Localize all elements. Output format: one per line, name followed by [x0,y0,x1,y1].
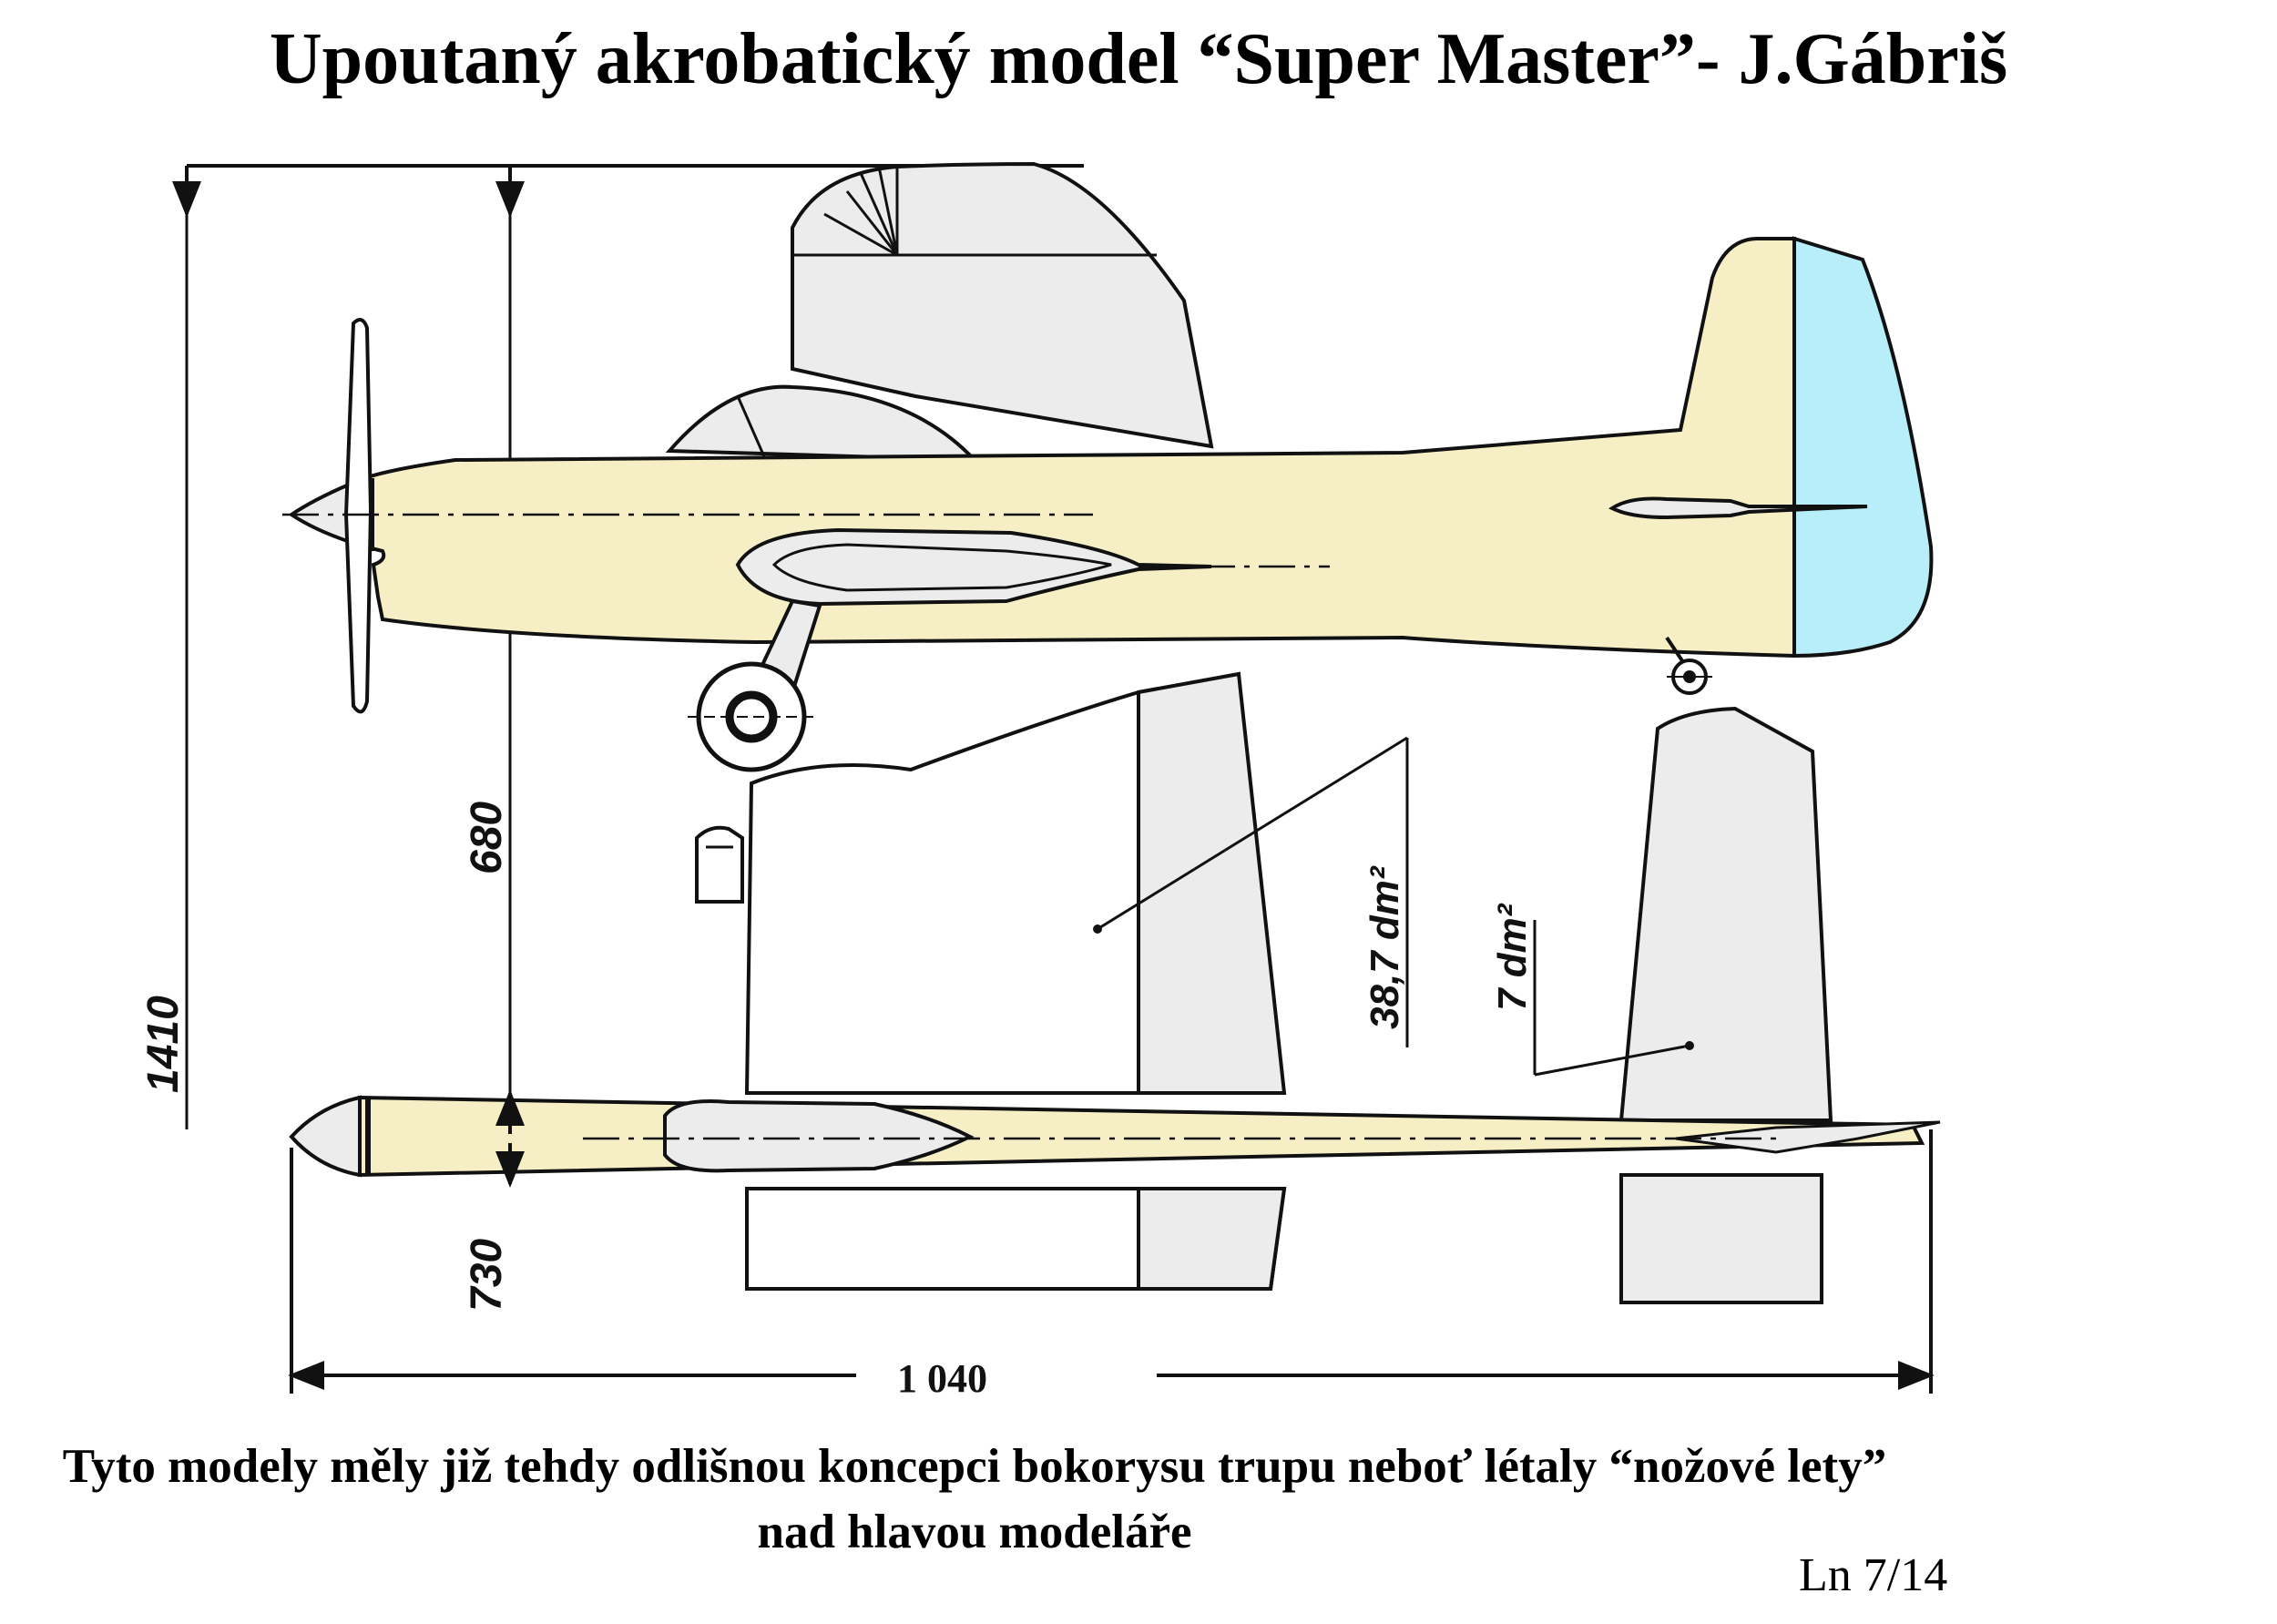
page-title: Upoutaný akrobatický model “Super Master… [269,19,2008,99]
canopy [665,384,979,463]
inner-wing-top [744,671,1241,1095]
tailplane-section-side [1608,496,1868,520]
label-1040: 1 040 [897,1356,987,1401]
dimension-1040 [288,1129,1935,1394]
top-view [289,671,1941,1304]
label-wing-area: 38,7 dm² [1363,865,1407,1029]
label-680: 680 [463,802,511,874]
fuel-tank [695,825,744,904]
rudder [1792,236,1934,659]
fuselage-side [362,237,1796,659]
spinner-top [289,1095,362,1178]
caption-line-1: Tyto modely měly již tehdy odlišnou konc… [62,1440,1887,1493]
label-tail-area: 7 dm² [1490,903,1535,1011]
side-view [282,161,1934,772]
caption-line-2: nad hlavou modeláře [757,1506,1192,1558]
label-1410: 1410 [139,996,188,1093]
canopy-top [663,1099,975,1173]
page-reference: Ln 7/14 [1799,1549,1948,1601]
outer-wing-top [1137,671,1287,1095]
label-730: 730 [463,1239,511,1312]
stabilizer-top [1618,706,1833,1122]
